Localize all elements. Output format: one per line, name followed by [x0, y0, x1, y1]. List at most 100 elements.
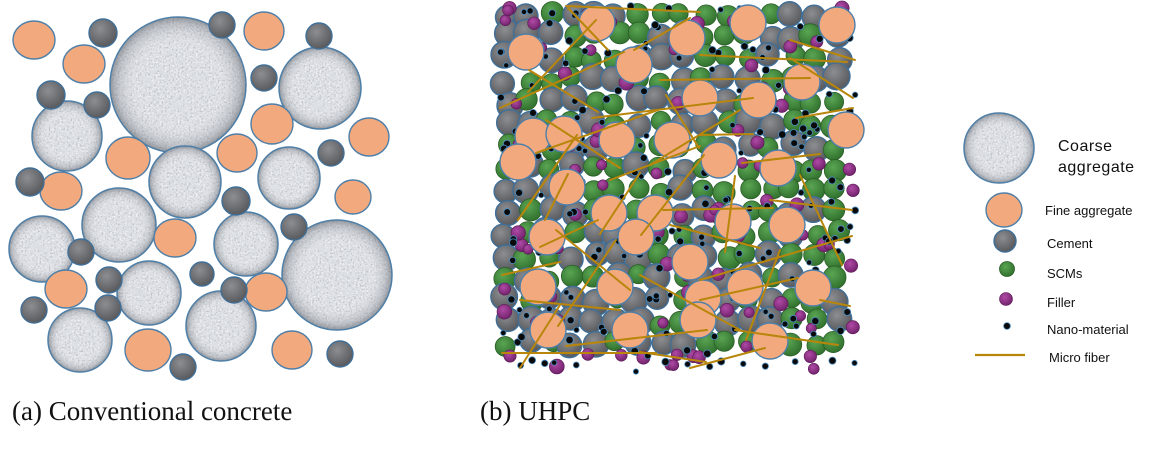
nano-material-particle	[651, 20, 660, 30]
nano-material-particle	[632, 368, 640, 375]
filler-particle	[527, 16, 541, 30]
nano-material-particle	[828, 356, 837, 365]
nano-material-particle	[797, 189, 805, 196]
cement-particle	[15, 167, 45, 197]
micro-fiber	[591, 97, 754, 119]
nano-material-particle	[541, 359, 549, 368]
cement-particle	[993, 229, 1017, 253]
micro-fiber	[669, 224, 761, 249]
fine-aggregate-particle	[519, 268, 557, 306]
cement-particle	[539, 86, 565, 113]
nano-material-particle	[810, 330, 817, 338]
micro-fiber	[565, 5, 701, 13]
caption-uhpc: (b) UHPC	[480, 396, 591, 426]
cement-particle	[776, 1, 803, 27]
coarse-aggregate-outline	[963, 112, 1035, 184]
fine-aggregate-particle	[578, 4, 616, 42]
filler-particle	[719, 303, 735, 318]
fine-aggregate-particle	[499, 143, 537, 181]
filler-particle	[842, 162, 857, 176]
coarse-aggregate-outline	[213, 211, 279, 277]
nano-material-particle	[781, 320, 789, 328]
nano-material-particle	[790, 117, 799, 126]
filler-particle	[657, 317, 669, 329]
nano-material-particle	[789, 129, 798, 137]
filler-particle	[581, 348, 595, 361]
nano-material-particle	[661, 357, 670, 366]
nano-material-particle	[806, 129, 813, 136]
scm-particle	[713, 330, 735, 352]
micro-fiber	[501, 261, 561, 276]
fine-aggregate-particle	[62, 44, 106, 84]
nano-material-particle	[792, 322, 800, 330]
legend	[963, 112, 1035, 357]
fine-aggregate-particle	[611, 311, 649, 349]
nano-material-particle	[703, 184, 710, 191]
fine-aggregate-particle	[681, 79, 719, 117]
micro-fiber	[734, 329, 839, 346]
fine-aggregate-particle	[348, 117, 390, 157]
cement-particle	[317, 139, 345, 167]
nano-material-particle	[717, 6, 724, 13]
micro-fiber	[741, 153, 821, 164]
nano-material-particle	[765, 248, 773, 257]
micro-fiber	[545, 119, 621, 169]
micro-fiber	[519, 304, 561, 369]
cement-particle	[280, 213, 308, 241]
filler-particle	[744, 58, 759, 73]
nano-material-particle	[722, 196, 730, 204]
fine-aggregate-particle	[783, 63, 821, 101]
nano-material-particle	[837, 225, 845, 233]
coarse-aggregate-outline	[185, 290, 257, 362]
nano-material-particle	[740, 42, 749, 51]
micro-fiber	[639, 351, 707, 363]
nano-material-particle	[775, 81, 783, 89]
nano-material-particle	[599, 327, 608, 336]
nano-material-particle	[528, 356, 536, 365]
legend-label-micro-fiber: Micro fiber	[1049, 350, 1110, 365]
micro-fiber	[535, 109, 659, 154]
nano-material-particle	[545, 19, 554, 28]
nano-material-particle	[652, 292, 660, 300]
fine-aggregate-particle	[818, 6, 856, 44]
micro-fiber	[633, 17, 691, 51]
nano-material-particle	[790, 139, 799, 147]
nano-material-particle	[509, 256, 517, 264]
nano-material-particle	[613, 86, 623, 95]
filler-particle	[845, 320, 860, 335]
nano-material-particle	[710, 332, 719, 341]
nano-material-particle	[765, 44, 772, 52]
filler-particle	[502, 4, 514, 17]
micro-fiber	[519, 299, 621, 311]
nano-material-particle	[637, 142, 644, 149]
nano-material-particle	[595, 246, 603, 254]
coarse-aggregate-particle	[81, 187, 157, 263]
filler-particle	[597, 179, 609, 191]
legend-label-scms: SCMs	[1047, 266, 1083, 281]
nano-material-particle	[516, 306, 523, 313]
micro-fiber	[565, 329, 708, 347]
cement-particle	[305, 22, 333, 50]
coarse-aggregate-outline	[31, 100, 103, 172]
micro-fiber	[662, 207, 774, 211]
nano-material-particle	[582, 208, 589, 216]
panel-uhpc	[489, 0, 865, 375]
coarse-aggregate-outline	[257, 146, 321, 210]
coarse-aggregate-particle	[109, 16, 247, 154]
legend-label-filler: Filler	[1047, 295, 1076, 310]
legend-label-nano-material: Nano-material	[1047, 322, 1129, 337]
micro-fiber	[499, 51, 625, 109]
nano-material-particle	[572, 361, 580, 369]
micro-fiber	[699, 54, 848, 63]
micro-fiber	[528, 69, 599, 113]
coarse-aggregate-particle	[8, 215, 76, 283]
micro-fiber	[640, 154, 705, 236]
cement-particle	[250, 64, 278, 92]
nano-material-particle	[664, 187, 674, 197]
coarse-aggregate-outline	[281, 219, 393, 331]
nano-material-particle	[708, 46, 717, 55]
coarse-aggregate-outline	[47, 307, 113, 373]
nano-material-particle	[756, 128, 764, 136]
fine-aggregate-particle	[507, 33, 545, 71]
